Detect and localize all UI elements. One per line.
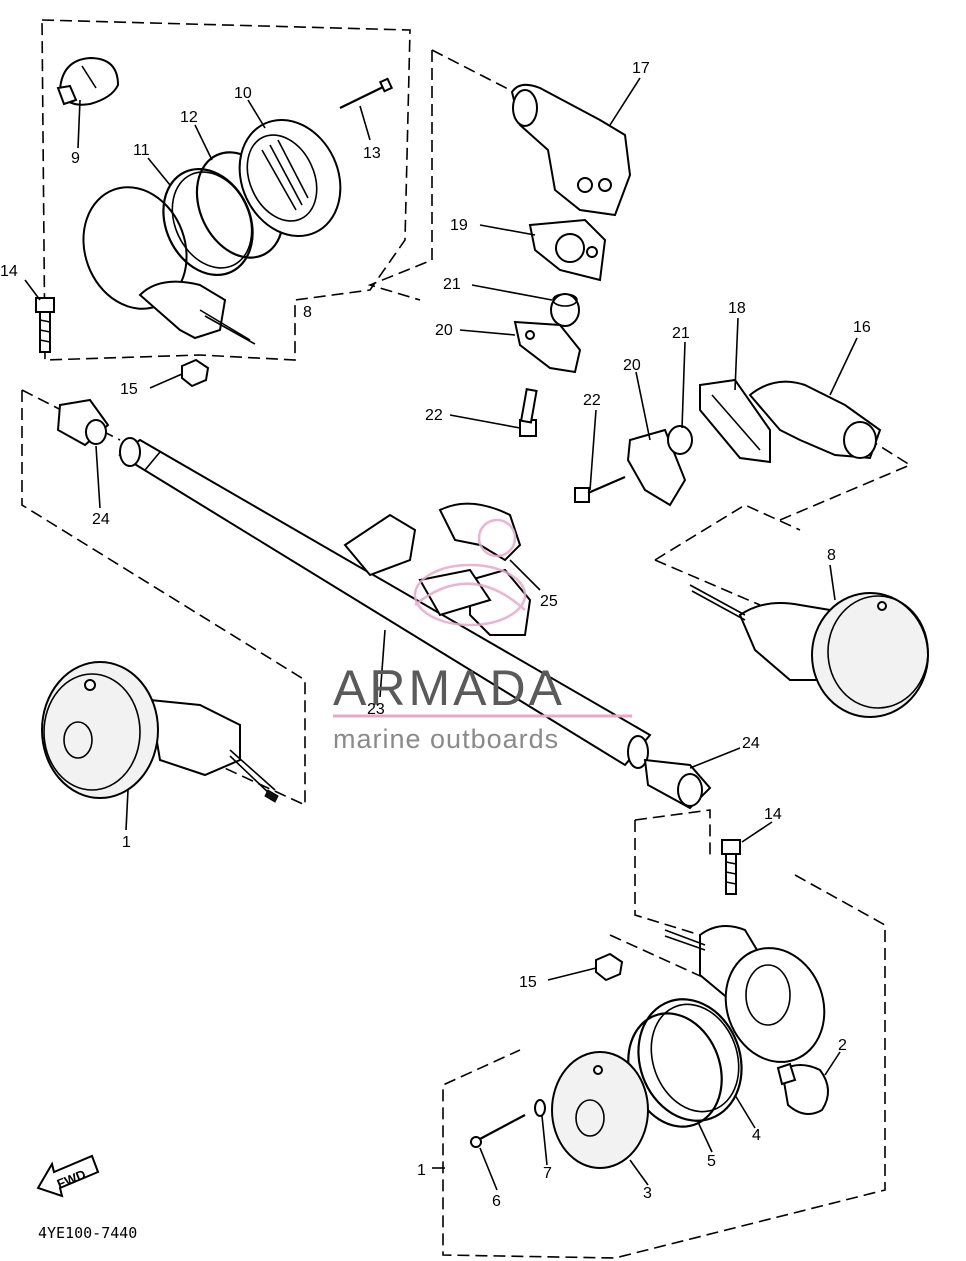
bolt-22-right — [574, 475, 626, 503]
callout-5: 5 — [707, 1153, 716, 1170]
callout-23: 23 — [367, 701, 385, 718]
callout-21-left: 21 — [443, 276, 461, 293]
leader-lines — [24, 77, 858, 1191]
lamp-stalk-icon — [138, 280, 227, 340]
lamp-lens-icon — [811, 592, 929, 718]
callout-9: 9 — [71, 150, 80, 167]
callout-8-right: 8 — [827, 547, 836, 564]
callout-20-left: 20 — [435, 322, 453, 339]
watermark-brand: ARMADA — [333, 660, 565, 716]
watermark-tagline: marine outboards — [333, 724, 559, 754]
callout-16: 16 — [853, 319, 871, 336]
callout-20-right: 20 — [623, 357, 641, 374]
diagram-code: 4YE100-7440 — [38, 1224, 137, 1242]
callout-13: 13 — [363, 145, 381, 162]
bracket-16 — [748, 380, 882, 460]
watermark: ARMADA marine outboards — [333, 518, 632, 754]
callout-19: 19 — [450, 217, 468, 234]
bushing-24-right — [643, 758, 712, 810]
nut-icon-right — [595, 952, 624, 982]
main-shaft-23 — [118, 437, 652, 769]
callout-22-right: 22 — [583, 392, 601, 409]
callout-labels: 9 10 12 11 13 14 8 15 17 19 21 20 22 22 … — [0, 60, 871, 1210]
plate-20 — [513, 320, 582, 374]
bracket-plate-19 — [528, 218, 607, 282]
assembly-outlines — [21, 19, 912, 1259]
callout-11: 11 — [133, 142, 150, 159]
lamp-assembly-bottom — [470, 925, 829, 1169]
bolt-22-left — [519, 388, 538, 437]
callout-7: 7 — [543, 1165, 552, 1182]
callout-17: 17 — [632, 60, 650, 77]
washer-7-icon — [534, 1099, 546, 1117]
bolt-icon-right — [721, 839, 741, 895]
forward-direction-indicator: FWD — [36, 1154, 100, 1198]
callout-21-right: 21 — [672, 325, 690, 342]
bolt-icon — [35, 297, 55, 353]
lamp-assembly-left — [41, 661, 279, 803]
lamp-assembly-top-left — [56, 56, 394, 345]
callout-24-right: 24 — [742, 735, 760, 752]
bushing-24-left — [56, 398, 110, 447]
screw-6-icon — [470, 1114, 526, 1148]
callout-18: 18 — [728, 300, 746, 317]
callout-2: 2 — [838, 1037, 847, 1054]
lamp-assembly-right — [689, 584, 929, 718]
watermark-logo-icon — [413, 518, 527, 627]
callout-4: 4 — [752, 1127, 761, 1144]
callout-24-left: 24 — [92, 511, 110, 528]
callout-14-top: 14 — [0, 263, 18, 280]
callout-6: 6 — [492, 1193, 501, 1210]
callout-14-right: 14 — [764, 806, 782, 823]
callout-10: 10 — [234, 85, 252, 102]
lamp-housing-icon — [238, 118, 342, 238]
gasket-4-icon — [637, 998, 743, 1122]
callout-12: 12 — [180, 109, 198, 126]
lens-3-icon — [551, 1051, 649, 1169]
callout-1-left: 1 — [122, 834, 131, 851]
forward-arrow-icon — [36, 1154, 100, 1198]
collar-21 — [550, 293, 580, 327]
callout-25: 25 — [540, 593, 558, 610]
bulb-icon — [56, 56, 120, 106]
callout-8-top: 8 — [303, 304, 312, 321]
screw-icon — [339, 77, 394, 109]
collar-21-right — [667, 425, 693, 455]
callout-15-top: 15 — [120, 381, 138, 398]
bracket-17 — [510, 83, 632, 217]
callout-15-right: 15 — [519, 974, 537, 991]
callout-3: 3 — [643, 1185, 652, 1202]
bulb-2-icon — [776, 1062, 829, 1115]
callout-22-left: 22 — [425, 407, 443, 424]
callout-1-bottom: 1 — [417, 1162, 426, 1179]
nut-icon — [181, 358, 210, 388]
